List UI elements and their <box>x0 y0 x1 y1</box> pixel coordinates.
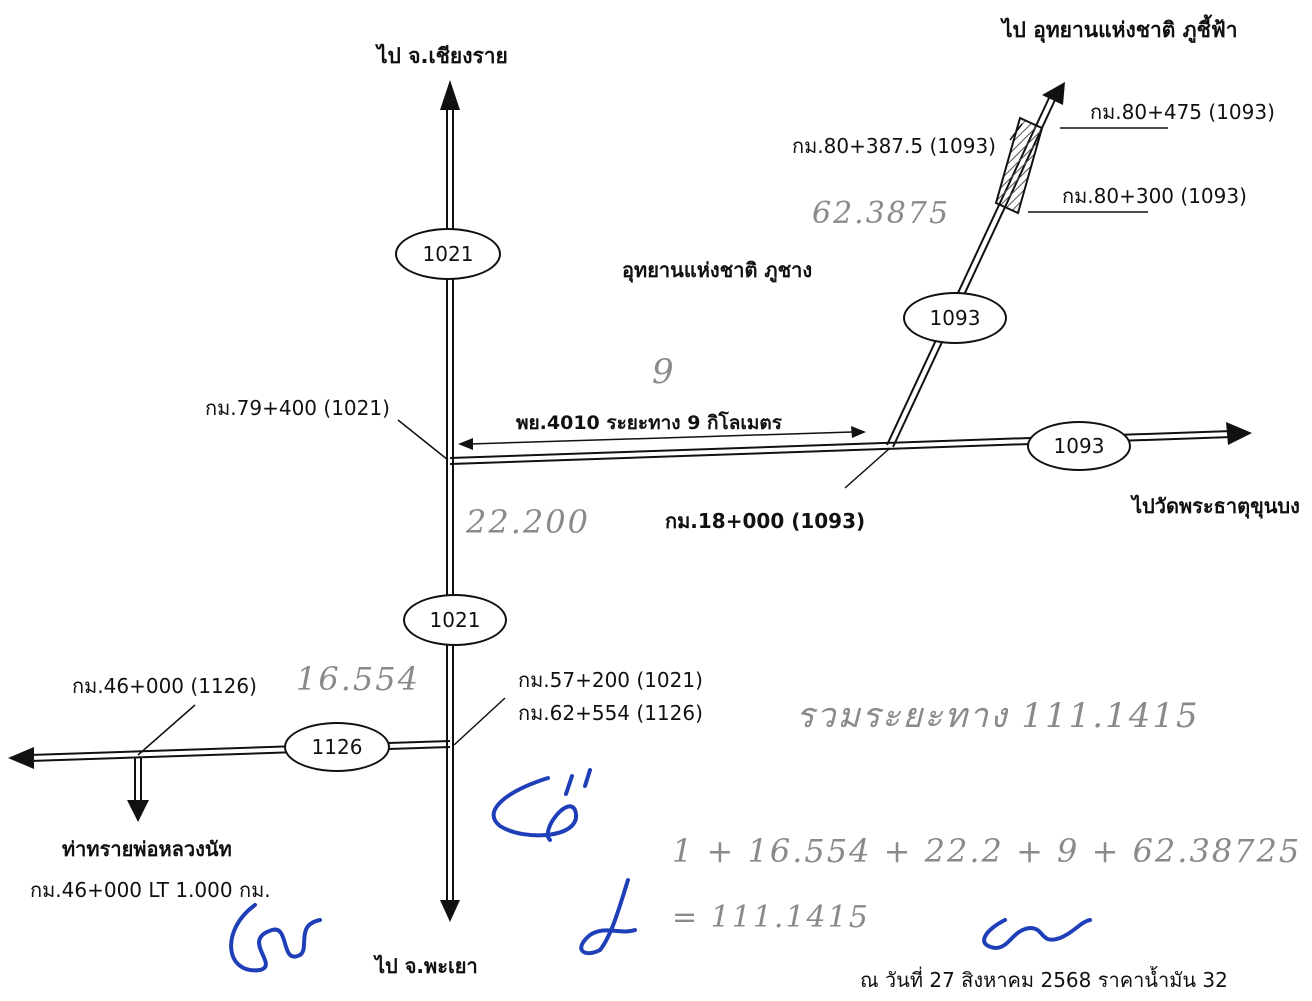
km-79-400-label: กม.79+400 (1021) <box>205 396 390 420</box>
route-marker-1126: 1126 <box>284 722 390 772</box>
arrow-south-icon <box>440 900 460 922</box>
route-marker-1093-east: 1093 <box>1027 421 1131 471</box>
arrow-east-icon <box>1226 422 1252 445</box>
route-marker-1021-north: 1021 <box>395 228 501 280</box>
south-destination-label: ไป จ.พะเยา <box>375 954 478 978</box>
km-57-200-label: กม.57+200 (1021) <box>518 668 703 692</box>
signature-lower-right <box>982 918 1092 951</box>
date-price-footer: ณ วันที่ 27 สิงหาคม 2568 ราคาน้ำมัน 32 <box>860 968 1228 992</box>
northeast-destination-label: ไป อุทยานแห่งชาติ ภูชี้ฟ้า <box>1002 18 1238 42</box>
east-destination-label: ไปวัดพระธาตุขุนบง <box>1132 494 1300 518</box>
handwritten-formula: 1 + 16.554 + 22.2 + 9 + 62.38725 <box>672 832 1302 870</box>
leader-lines <box>137 123 1168 756</box>
signature-lower-left <box>229 903 322 973</box>
signature-center <box>491 768 592 842</box>
km-18-000-label: กม.18+000 (1093) <box>665 509 866 533</box>
dimension-arrow-9km <box>458 426 866 450</box>
handwritten-distance-62: 62.3875 <box>812 196 951 231</box>
hatched-section <box>994 116 1044 215</box>
handwritten-result: = 111.1415 <box>672 900 870 935</box>
km-46-000-label: กม.46+000 (1126) <box>72 674 257 698</box>
route-marker-1093-diagonal: 1093 <box>903 292 1007 344</box>
arrow-northeast-icon <box>1042 82 1065 105</box>
handwritten-distance-9: 9 <box>652 352 676 392</box>
handwritten-distance-22: 22.200 <box>466 503 590 541</box>
arrow-west-icon <box>8 747 34 769</box>
arrow-down-sandpit-icon <box>127 800 149 822</box>
km-80-387-label: กม.80+387.5 (1093) <box>792 134 996 158</box>
west-destination-detail: กม.46+000 LT 1.000 กม. <box>30 878 271 902</box>
km-80-475-label: กม.80+475 (1093) <box>1090 100 1275 124</box>
park-name-label: อุทยานแห่งชาติ ภูชาง <box>622 258 813 282</box>
km-62-554-label: กม.62+554 (1126) <box>518 701 703 725</box>
branch-to-sandpit <box>134 758 142 805</box>
handwritten-distance-16: 16.554 <box>296 660 420 698</box>
handwritten-total: รวมระยะทาง 111.1415 <box>796 696 1200 736</box>
road-4010-label: พย.4010 ระยะทาง 9 กิโลเมตร <box>516 412 782 434</box>
route-marker-1021-south: 1021 <box>403 594 507 646</box>
arrow-north-icon <box>440 80 460 110</box>
km-80-300-label: กม.80+300 (1093) <box>1062 184 1247 208</box>
north-destination-label: ไป จ.เชียงราย <box>377 44 508 68</box>
west-destination-label: ท่าทรายพ่อหลวงนัท <box>62 837 232 861</box>
signature-lower-center <box>579 878 637 956</box>
